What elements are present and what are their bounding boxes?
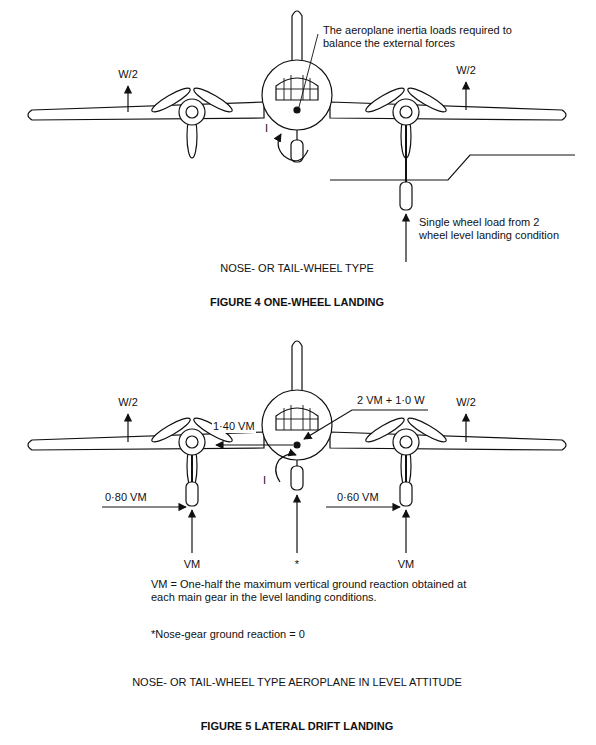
force-label: W/2 (455, 396, 477, 409)
force-label: 1·40 VM (212, 420, 256, 433)
moment-label: I (264, 122, 269, 135)
definition-note: VM = One-half the maximum vertical groun… (150, 578, 482, 604)
force-label: VM (183, 558, 202, 571)
force-label: 0·60 VM (336, 491, 380, 504)
figure-caption: FIGURE 5 LATERAL DRIFT LANDING (200, 720, 395, 733)
force-label: 2 VM + 1·0 W (356, 394, 426, 407)
force-label: 0·80 VM (104, 491, 148, 504)
figure-subtitle: NOSE- OR TAIL-WHEEL TYPE (219, 262, 375, 275)
moment-label: I (262, 474, 267, 487)
force-label: W/2 (455, 64, 477, 77)
callout-note: The aeroplane inertia loads required to … (322, 24, 524, 50)
force-label: * (294, 558, 300, 571)
force-label: W/2 (117, 68, 139, 81)
figure-subtitle: NOSE- OR TAIL-WHEEL TYPE AEROPLANE IN LE… (131, 676, 463, 689)
force-label: W/2 (117, 396, 139, 409)
callout-note: Single wheel load from 2 wheel level lan… (418, 216, 570, 242)
figure-caption: FIGURE 4 ONE-WHEEL LANDING (209, 296, 385, 309)
footnote: *Nose-gear ground reaction = 0 (150, 628, 306, 641)
force-label: VM (397, 558, 416, 571)
